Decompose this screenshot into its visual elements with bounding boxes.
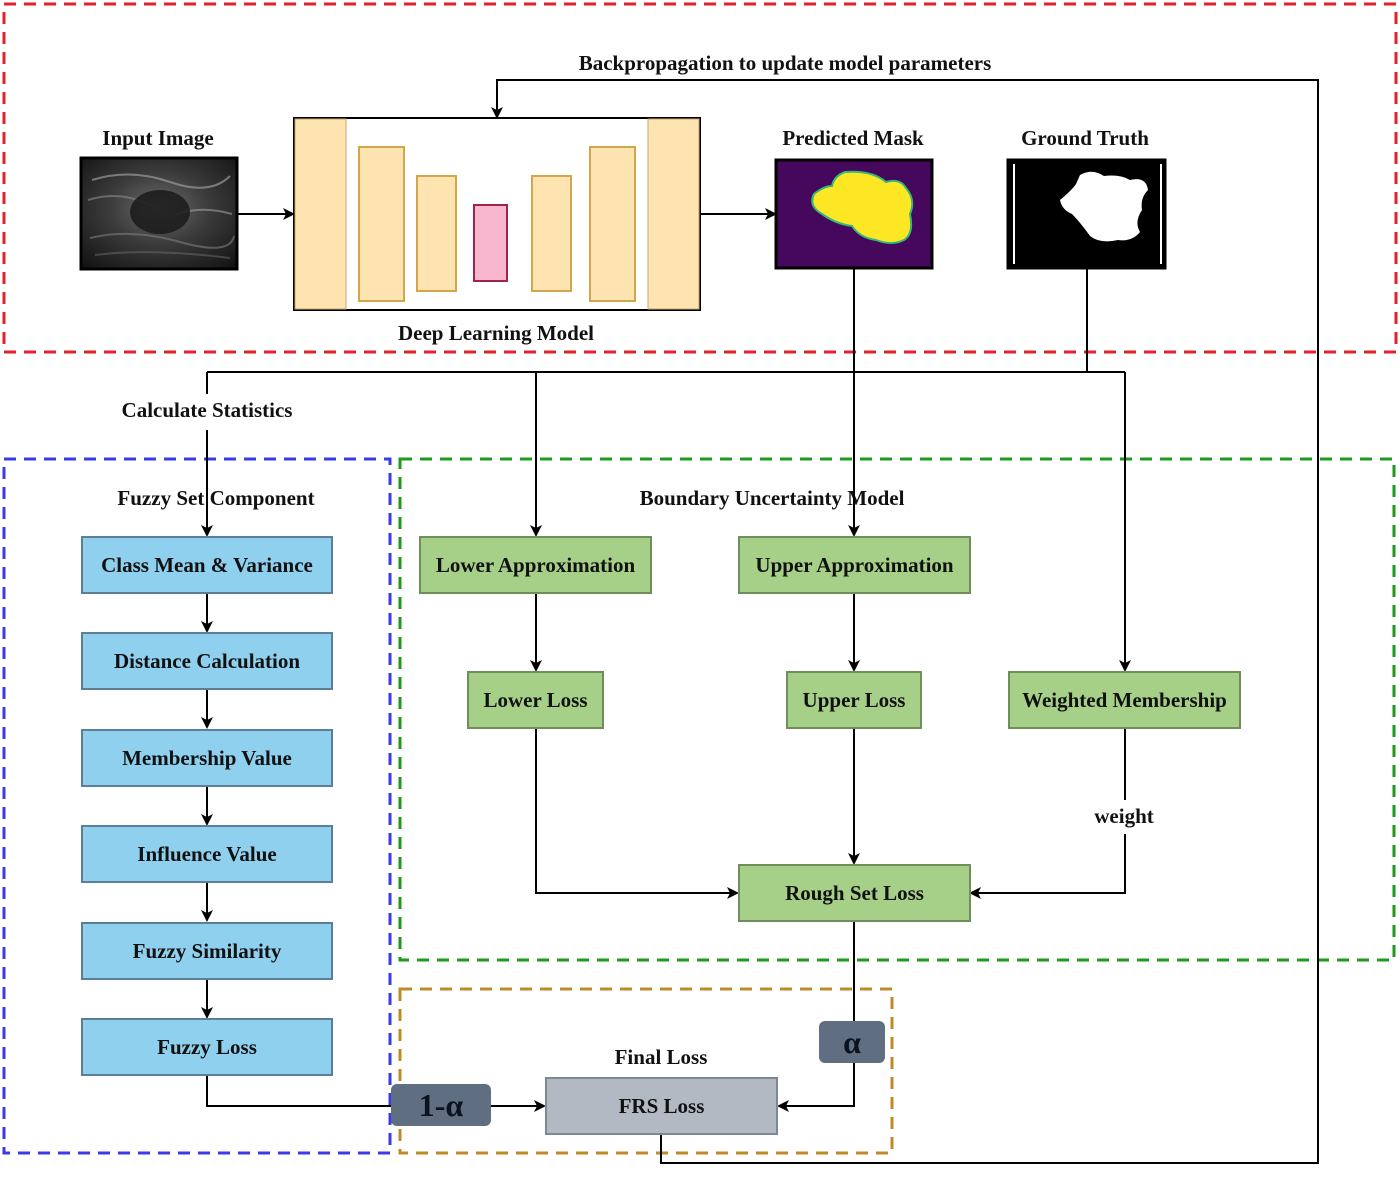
lower-approximation-box: Lower Approximation bbox=[419, 536, 652, 594]
predicted-mask-image bbox=[774, 158, 934, 270]
arrow-backprop bbox=[491, 79, 1319, 1164]
decoder-block-1 bbox=[531, 175, 572, 292]
bottleneck-block bbox=[473, 204, 508, 282]
one-minus-alpha-badge: 1-α bbox=[391, 1084, 491, 1126]
predicted-mask-label: Predicted Mask bbox=[782, 126, 924, 150]
encoder-block-1 bbox=[294, 118, 347, 310]
fuzzy-to-one-minus-alpha-line bbox=[206, 1076, 392, 1107]
upper-approximation-box: Upper Approximation bbox=[738, 536, 971, 594]
connectors bbox=[201, 79, 1319, 1164]
input-image bbox=[79, 156, 239, 271]
class-mean-variance-box: Class Mean & Variance bbox=[81, 536, 333, 594]
upper-loss-box: Upper Loss bbox=[786, 671, 922, 729]
rough-set-loss-box: Rough Set Loss bbox=[738, 864, 971, 922]
arrow-alpha-to-frs bbox=[777, 1062, 855, 1112]
feedback-label: Backpropagation to update model paramete… bbox=[579, 51, 992, 75]
fuzzy-title: Fuzzy Set Component bbox=[117, 486, 314, 510]
stats-label: Calculate Statistics bbox=[122, 398, 293, 422]
encoder-block-2 bbox=[358, 146, 405, 302]
arrow-weight-to-rough bbox=[969, 834, 1126, 899]
decoder-block-2 bbox=[589, 146, 636, 302]
boundary-title: Boundary Uncertainty Model bbox=[640, 486, 905, 510]
alpha-badge: α bbox=[819, 1021, 885, 1063]
input-image-label: Input Image bbox=[102, 126, 213, 150]
fuzzy-loss-box: Fuzzy Loss bbox=[81, 1018, 333, 1076]
ground-truth-label: Ground Truth bbox=[1021, 126, 1149, 150]
final-title: Final Loss bbox=[615, 1045, 708, 1069]
weighted-membership-box: Weighted Membership bbox=[1008, 671, 1241, 729]
encoder-block-3 bbox=[416, 175, 457, 292]
decoder-block-3 bbox=[647, 118, 700, 310]
lower-loss-box: Lower Loss bbox=[467, 671, 604, 729]
top-frame bbox=[2, 2, 1398, 354]
distance-calculation-box: Distance Calculation bbox=[81, 632, 333, 690]
final-frame bbox=[398, 987, 894, 1155]
frs-loss-box: FRS Loss bbox=[545, 1077, 778, 1135]
boundary-frame bbox=[398, 457, 1396, 962]
weight-label: weight bbox=[1094, 804, 1154, 828]
deep-learning-model bbox=[293, 117, 701, 311]
influence-value-box: Influence Value bbox=[81, 825, 333, 883]
arrow-lower-loss-to-rough bbox=[535, 729, 739, 899]
ground-truth-image bbox=[1006, 158, 1167, 270]
membership-value-box: Membership Value bbox=[81, 729, 333, 787]
model-label: Deep Learning Model bbox=[398, 321, 594, 345]
fuzzy-similarity-box: Fuzzy Similarity bbox=[81, 922, 333, 980]
